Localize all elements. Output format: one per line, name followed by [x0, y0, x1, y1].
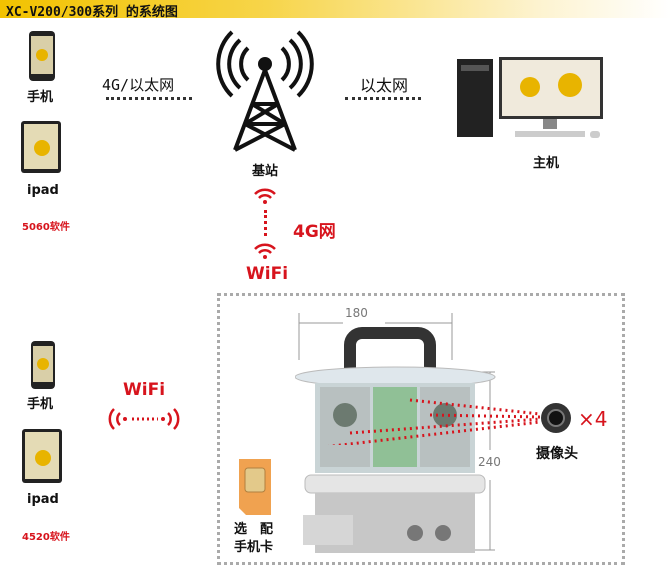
ipad-icon	[21, 121, 61, 173]
tower-label: 基站	[252, 164, 279, 179]
dimension-height: 240	[478, 455, 501, 469]
wifi-label-top: WiFi	[246, 264, 289, 284]
link-right-dots	[345, 97, 421, 100]
phone-label-bottom: 手机	[27, 397, 54, 412]
4g-net-label: 4G网	[293, 222, 336, 242]
ipad-label: ipad	[27, 183, 59, 198]
link-right-label: 以太网	[360, 76, 409, 95]
phone-label: 手机	[27, 90, 54, 105]
sim-label-line1: 选 配	[234, 522, 274, 537]
diagram-title: XC-V200/300系列 的系统图	[6, 5, 178, 20]
link-left-dots	[106, 97, 192, 100]
camera-label: 摄像头	[536, 446, 578, 462]
vertical-link-dots	[264, 210, 267, 236]
wifi-icon	[254, 188, 276, 204]
ipad-label-bottom: ipad	[27, 492, 59, 507]
link-left-label: 4G/以太网	[102, 76, 175, 94]
phone-icon	[29, 31, 55, 81]
sim-label-line2: 手机卡	[234, 540, 274, 555]
camera-link-dots	[327, 398, 541, 445]
sim-card-icon	[239, 459, 271, 515]
camera-count: ×4	[578, 407, 608, 431]
ipad-icon	[22, 429, 62, 483]
wifi-icon	[254, 243, 276, 259]
dimension-width: 180	[345, 306, 368, 320]
tower-icon	[216, 30, 314, 152]
computer-icon	[457, 57, 603, 138]
device-image	[295, 313, 496, 553]
phone-icon	[31, 341, 55, 389]
wifi-label-bottom: WiFi	[123, 380, 166, 400]
wifi-link-icon	[108, 408, 180, 430]
software-5060: 5060软件	[22, 222, 70, 233]
software-4520: 4520软件	[22, 532, 70, 543]
host-label: 主机	[533, 156, 560, 171]
device-box	[217, 293, 625, 565]
camera-icon	[541, 403, 571, 433]
title-bar: XC-V200/300系列 的系统图	[0, 0, 671, 20]
